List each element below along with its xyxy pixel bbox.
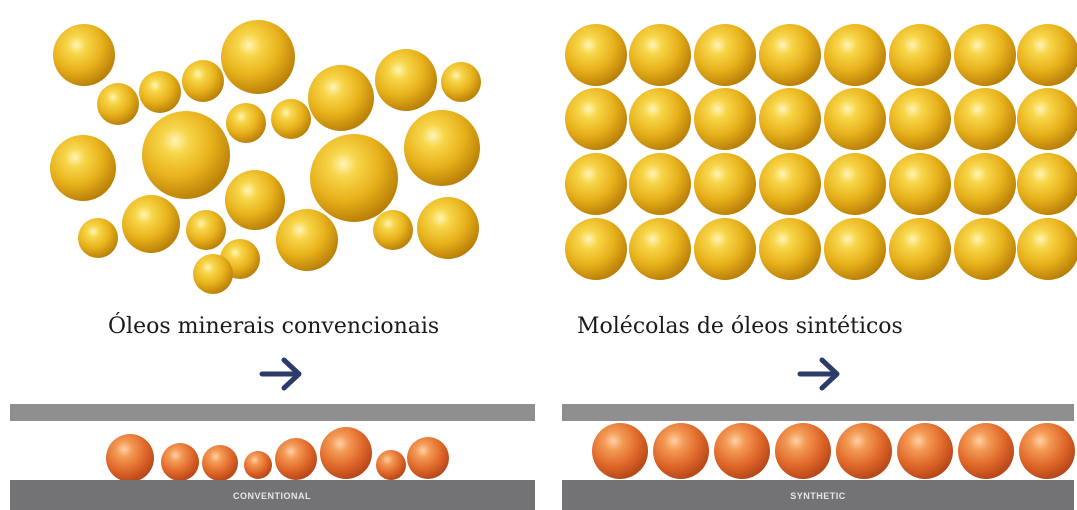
synthetic-oil-molecule	[889, 153, 951, 215]
conventional-oil-caption: Óleos minerais convencionais	[108, 314, 440, 339]
mineral-oil-molecule	[53, 24, 115, 86]
conventional-plate-diagram: CONVENTIONAL	[10, 404, 535, 510]
synthetic-oil-molecule	[1017, 218, 1077, 280]
synthetic-oil-molecule	[629, 24, 691, 86]
synthetic-molecule	[958, 423, 1014, 479]
mineral-oil-molecule	[373, 210, 413, 250]
synthetic-oil-molecule	[954, 88, 1016, 150]
synthetic-oil-molecule	[889, 88, 951, 150]
synthetic-oil-molecule	[954, 153, 1016, 215]
mineral-oil-molecule	[226, 103, 266, 143]
synthetic-oil-molecule	[565, 153, 627, 215]
mineral-oil-molecule	[78, 218, 118, 258]
synthetic-oil-molecule	[565, 218, 627, 280]
mineral-oil-molecule	[122, 195, 180, 253]
mineral-oil-molecule	[441, 62, 481, 102]
synthetic-oil-molecule	[759, 153, 821, 215]
conventional-molecule	[376, 450, 406, 480]
mineral-oil-molecule	[404, 110, 480, 186]
synthetic-oil-molecule	[694, 218, 756, 280]
mineral-oil-molecule	[271, 99, 311, 139]
conventional-molecule	[407, 437, 449, 479]
synthetic-oil-molecule	[824, 24, 886, 86]
mineral-oil-molecule	[142, 111, 230, 199]
conventional-molecule	[275, 438, 317, 480]
mineral-oil-molecule	[97, 83, 139, 125]
conventional-molecule	[161, 443, 199, 481]
synthetic-oil-molecule	[824, 218, 886, 280]
synthetic-oil-molecule	[824, 153, 886, 215]
mineral-oil-molecule	[193, 254, 233, 294]
synthetic-molecule	[836, 423, 892, 479]
synthetic-oil-molecule	[694, 88, 756, 150]
mineral-oil-molecule	[139, 71, 181, 113]
mineral-oil-molecule	[417, 197, 479, 259]
synthetic-oil-molecule	[1017, 88, 1077, 150]
conventional-molecule	[106, 434, 154, 482]
conventional-molecule	[202, 445, 238, 481]
bottom-plate	[562, 480, 1074, 510]
synthetic-oil-molecule	[694, 24, 756, 86]
synthetic-molecule	[592, 423, 648, 479]
conventional-molecule-row	[106, 427, 449, 482]
mineral-oil-molecule	[221, 20, 295, 94]
conventional-molecule	[244, 451, 272, 479]
synthetic-oil-molecule	[759, 88, 821, 150]
synthetic-oil-molecule	[954, 218, 1016, 280]
mineral-oil-molecule	[225, 170, 285, 230]
synthetic-oil-molecule	[629, 218, 691, 280]
top-plate	[10, 404, 535, 421]
synthetic-molecule	[897, 423, 953, 479]
arrow-right-icon	[259, 357, 302, 391]
synthetic-oil-molecule	[759, 218, 821, 280]
mineral-oil-molecule	[276, 209, 338, 271]
synthetic-oil-molecule	[1017, 153, 1077, 215]
mineral-oil-molecule	[310, 134, 398, 222]
synthetic-oil-molecule	[954, 24, 1016, 86]
conventional-plate-label: CONVENTIONAL	[233, 491, 311, 501]
synthetic-oil-caption: Molécolas de óleos sintéticos	[577, 314, 903, 339]
synthetic-molecule	[653, 423, 709, 479]
mineral-oil-molecule	[50, 135, 116, 201]
mineral-oil-molecule	[308, 65, 374, 131]
synthetic-molecule	[775, 423, 831, 479]
synthetic-oil-molecule	[1017, 24, 1077, 86]
mineral-oil-molecule	[375, 49, 437, 111]
synthetic-oil-molecule	[694, 153, 756, 215]
synthetic-molecule	[1019, 423, 1075, 479]
synthetic-oil-molecule	[824, 88, 886, 150]
synthetic-molecule	[714, 423, 770, 479]
synthetic-oil-molecule	[565, 88, 627, 150]
conventional-molecule	[320, 427, 372, 479]
conventional-molecule-cluster	[50, 20, 481, 294]
mineral-oil-molecule	[186, 210, 226, 250]
mineral-oil-molecule	[182, 60, 224, 102]
bottom-plate	[10, 480, 535, 510]
top-plate	[562, 404, 1074, 421]
synthetic-oil-molecule	[759, 24, 821, 86]
synthetic-molecule-row	[592, 423, 1075, 479]
synthetic-oil-molecule	[889, 218, 951, 280]
synthetic-oil-molecule	[629, 153, 691, 215]
synthetic-plate-label: SYNTHETIC	[790, 491, 846, 501]
synthetic-molecule-grid	[565, 24, 1077, 280]
synthetic-plate-diagram: SYNTHETIC	[562, 404, 1075, 510]
synthetic-oil-molecule	[565, 24, 627, 86]
synthetic-oil-molecule	[889, 24, 951, 86]
arrow-right-icon	[797, 357, 840, 391]
synthetic-oil-molecule	[629, 88, 691, 150]
